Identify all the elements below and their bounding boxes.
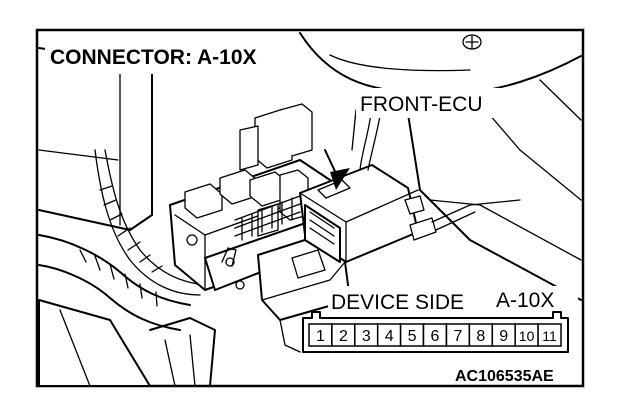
title-background bbox=[45, 36, 295, 74]
fastener-icon bbox=[462, 34, 482, 50]
connector-pin: 11 bbox=[537, 323, 562, 347]
connector-pin-number: 10 bbox=[519, 328, 535, 344]
component-leader-line bbox=[351, 109, 357, 151]
connector-pin: 9 bbox=[491, 323, 516, 347]
connector-pin: 4 bbox=[376, 323, 402, 347]
connector-pin: 2 bbox=[331, 323, 356, 347]
down-arrow-icon bbox=[324, 149, 350, 190]
figure-code: AC106535AE bbox=[455, 368, 554, 385]
connector-pin: 10 bbox=[514, 323, 539, 347]
connector-pin-number: 3 bbox=[362, 328, 371, 345]
connector-pin: 7 bbox=[445, 323, 471, 347]
connector-pin-number: 2 bbox=[339, 328, 348, 345]
component-label-background bbox=[356, 88, 502, 118]
connector-pin: 3 bbox=[354, 323, 379, 347]
connector-pin: 5 bbox=[399, 323, 425, 347]
connector-title: CONNECTOR: A-10X bbox=[50, 46, 257, 69]
connector-pin-number: 11 bbox=[542, 328, 557, 344]
connector-pin-number: 6 bbox=[431, 328, 440, 345]
connector-pin-number: 1 bbox=[316, 328, 325, 345]
connector-pin: 8 bbox=[468, 323, 494, 347]
connector-pin-number: 7 bbox=[453, 328, 462, 345]
connector-pin-number: 8 bbox=[476, 328, 485, 345]
device-side-code: A-10X bbox=[496, 289, 554, 312]
connector-pin-number: 4 bbox=[385, 328, 394, 345]
engine-bay-illustration bbox=[38, 32, 582, 387]
component-label: FRONT-ECU bbox=[360, 93, 483, 116]
connector-pin: 1 bbox=[308, 323, 333, 347]
device-side-label: DEVICE SIDE bbox=[331, 291, 464, 314]
connector-pin: 6 bbox=[422, 323, 448, 347]
connector-pin-number: 9 bbox=[499, 328, 508, 345]
connector-pin-number: 5 bbox=[408, 328, 417, 345]
